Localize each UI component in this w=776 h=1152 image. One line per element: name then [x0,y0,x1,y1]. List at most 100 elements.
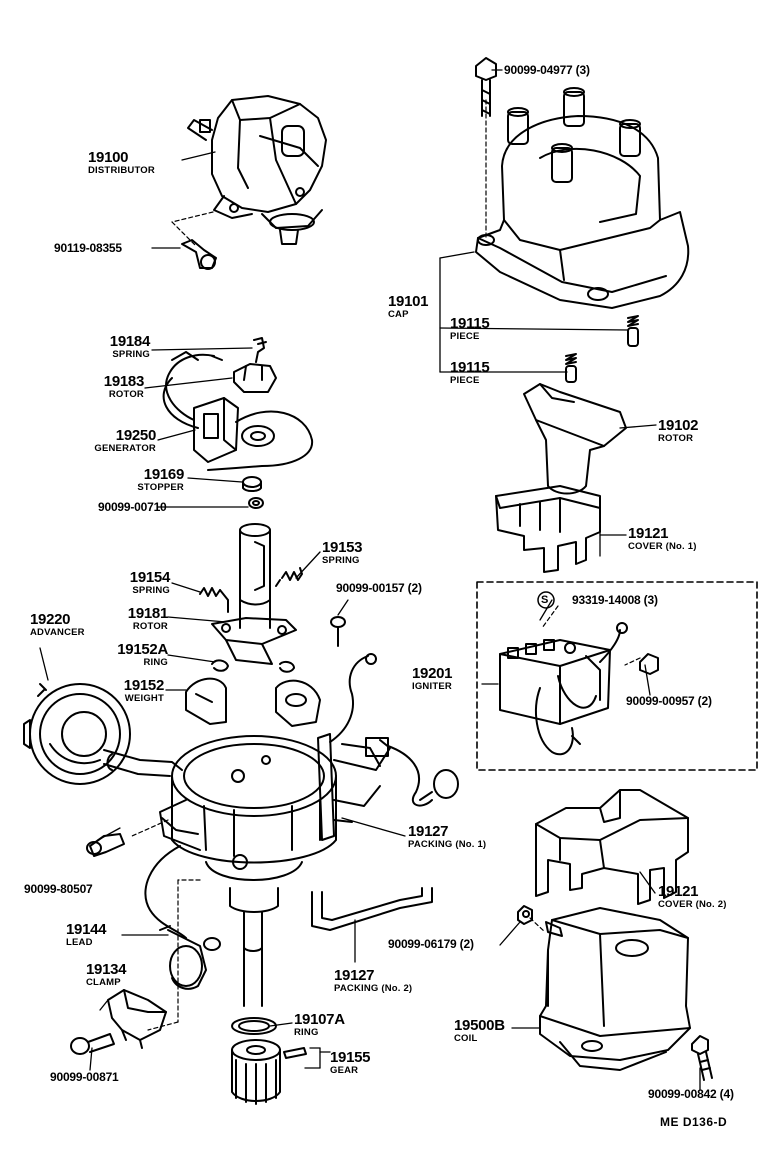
cover-2-drawing [535,789,689,905]
part-number: 19107A [294,1011,345,1028]
spring-19184-drawing [253,337,267,363]
part-name: PACKING (No. 1) [408,839,487,850]
part-name: STOPPER [137,482,184,493]
part-name: COVER (No. 1) [628,541,697,552]
label-stopper: 19169 STOPPER [137,467,184,493]
part-number: 19154 [129,569,171,586]
rotor-19181-drawing [211,617,297,665]
label-distributor: 19100 DISTRIBUTOR [88,150,155,176]
part-name: CLAMP [86,977,121,988]
nut-00957-drawing [639,653,659,675]
distributor-assembly-drawing [187,95,327,245]
label-cover-1: 19121 COVER (No. 1) [628,526,697,552]
part-name: DISTRIBUTOR [88,165,155,176]
label-spring-19153: 19153 SPRING [322,539,363,566]
label-bolt-80507: 90099-80507 [24,882,93,896]
ring-19107a-inner [238,1020,270,1032]
part-name: COIL [454,1033,478,1044]
igniter-group-box [476,581,758,771]
label-screw-04977: 90099-04977 (3) [504,63,590,77]
part-name: ROTOR [108,389,144,400]
washer-06179-drawing [517,905,563,937]
part-number: 19115 [450,359,490,376]
part-name: COVER (No. 2) [658,899,727,910]
packing-2-drawing [311,887,433,931]
part-number: 19121 [658,883,699,900]
weights-drawing [185,677,321,727]
bolt-00842-drawing [691,1035,713,1081]
bolt-08355-drawing [181,239,217,270]
label-spring-19154: 19154 SPRING [129,569,171,596]
part-name: ADVANCER [30,627,85,638]
cover-1-drawing [495,485,601,573]
lead-drawing [159,925,221,990]
s-mark-circle [537,591,555,609]
washer-00710-drawing [248,497,264,509]
label-ring-19152a: 19152A RING [117,642,168,668]
part-name: LEAD [66,937,93,948]
label-screw-14008: 93319-14008 (3) [572,593,658,607]
label-piece-a: 19115 PIECE [450,316,490,342]
part-name: PIECE [450,375,480,386]
ring-19152a-drawing [211,659,295,673]
part-name: IGNITER [412,681,452,692]
leader-lines [39,69,701,1091]
igniter-drawing [499,622,628,756]
spring-19153-drawing [275,567,303,587]
label-ring-19107a: 19107A RING [294,1012,345,1038]
spring-19154-drawing [199,587,229,613]
part-number: 19134 [86,961,127,978]
coil-drawing [539,907,691,1071]
bolt-00871-drawing [70,1033,115,1055]
part-name: RING [143,657,168,668]
label-coil: 19500B COIL [454,1018,505,1044]
label-piece-b: 19115 PIECE [450,359,490,386]
part-number: 19153 [322,539,363,556]
label-nut-00957: 90099-00957 (2) [626,694,712,708]
cam-shaft-drawing [239,523,271,629]
part-name: PACKING (No. 2) [334,983,413,994]
screw-04977-drawing [475,57,497,117]
part-name: CAP [388,309,409,320]
label-advancer: 19220 ADVANCER [30,612,85,638]
part-number: 19121 [628,525,669,542]
part-number: 19152 [123,677,165,694]
rotor-19183-drawing [233,363,277,393]
bolt-80507-drawing [86,833,125,857]
part-number: 19184 [109,333,151,350]
label-gear: 19155 GEAR [330,1050,371,1076]
label-bolt-00871: 90099-00871 [50,1070,119,1084]
label-weight: 19152 WEIGHT [123,677,165,704]
label-cap: 19101 CAP [388,294,429,320]
label-bolt-00842: 90099-00842 (4) [648,1087,734,1101]
label-spring-19184: 19184 SPRING [109,333,151,360]
label-generator: 19250 GENERATOR [94,428,156,454]
part-number: 19500B [454,1017,505,1034]
label-bolt-08355: 90119-08355 [54,241,122,255]
ring-19107a-drawing [231,1017,277,1035]
part-name: GEAR [330,1065,359,1076]
generator-drawing [162,351,314,471]
label-clamp: 19134 CLAMP [86,961,127,988]
s-mark: S [541,594,549,606]
housing-drawing [144,653,459,1007]
part-number: 19100 [88,149,129,166]
label-washer-06179: 90099-06179 (2) [388,937,474,951]
reference-code: ME D136-D [660,1115,728,1129]
label-washer-00710: 90099-00710 [98,500,167,514]
cap-drawing [475,87,690,309]
part-name: SPRING [132,585,170,596]
label-igniter: 19201 IGNITER [412,666,453,692]
label-lead: 19144 LEAD [66,922,107,948]
label-rotor-19181: 19181 ROTOR [127,605,169,632]
label-packing-2: 19127 PACKING (No. 2) [334,968,412,994]
part-number: 19102 [658,417,699,434]
piece-b-drawing [565,353,577,383]
part-number: 19181 [127,605,169,622]
advancer-drawing [23,683,183,785]
stopper-drawing [242,476,262,492]
part-name: ROTOR [658,433,694,444]
part-name: SPRING [112,349,150,360]
label-rotor-19183: 19183 ROTOR [104,374,145,400]
